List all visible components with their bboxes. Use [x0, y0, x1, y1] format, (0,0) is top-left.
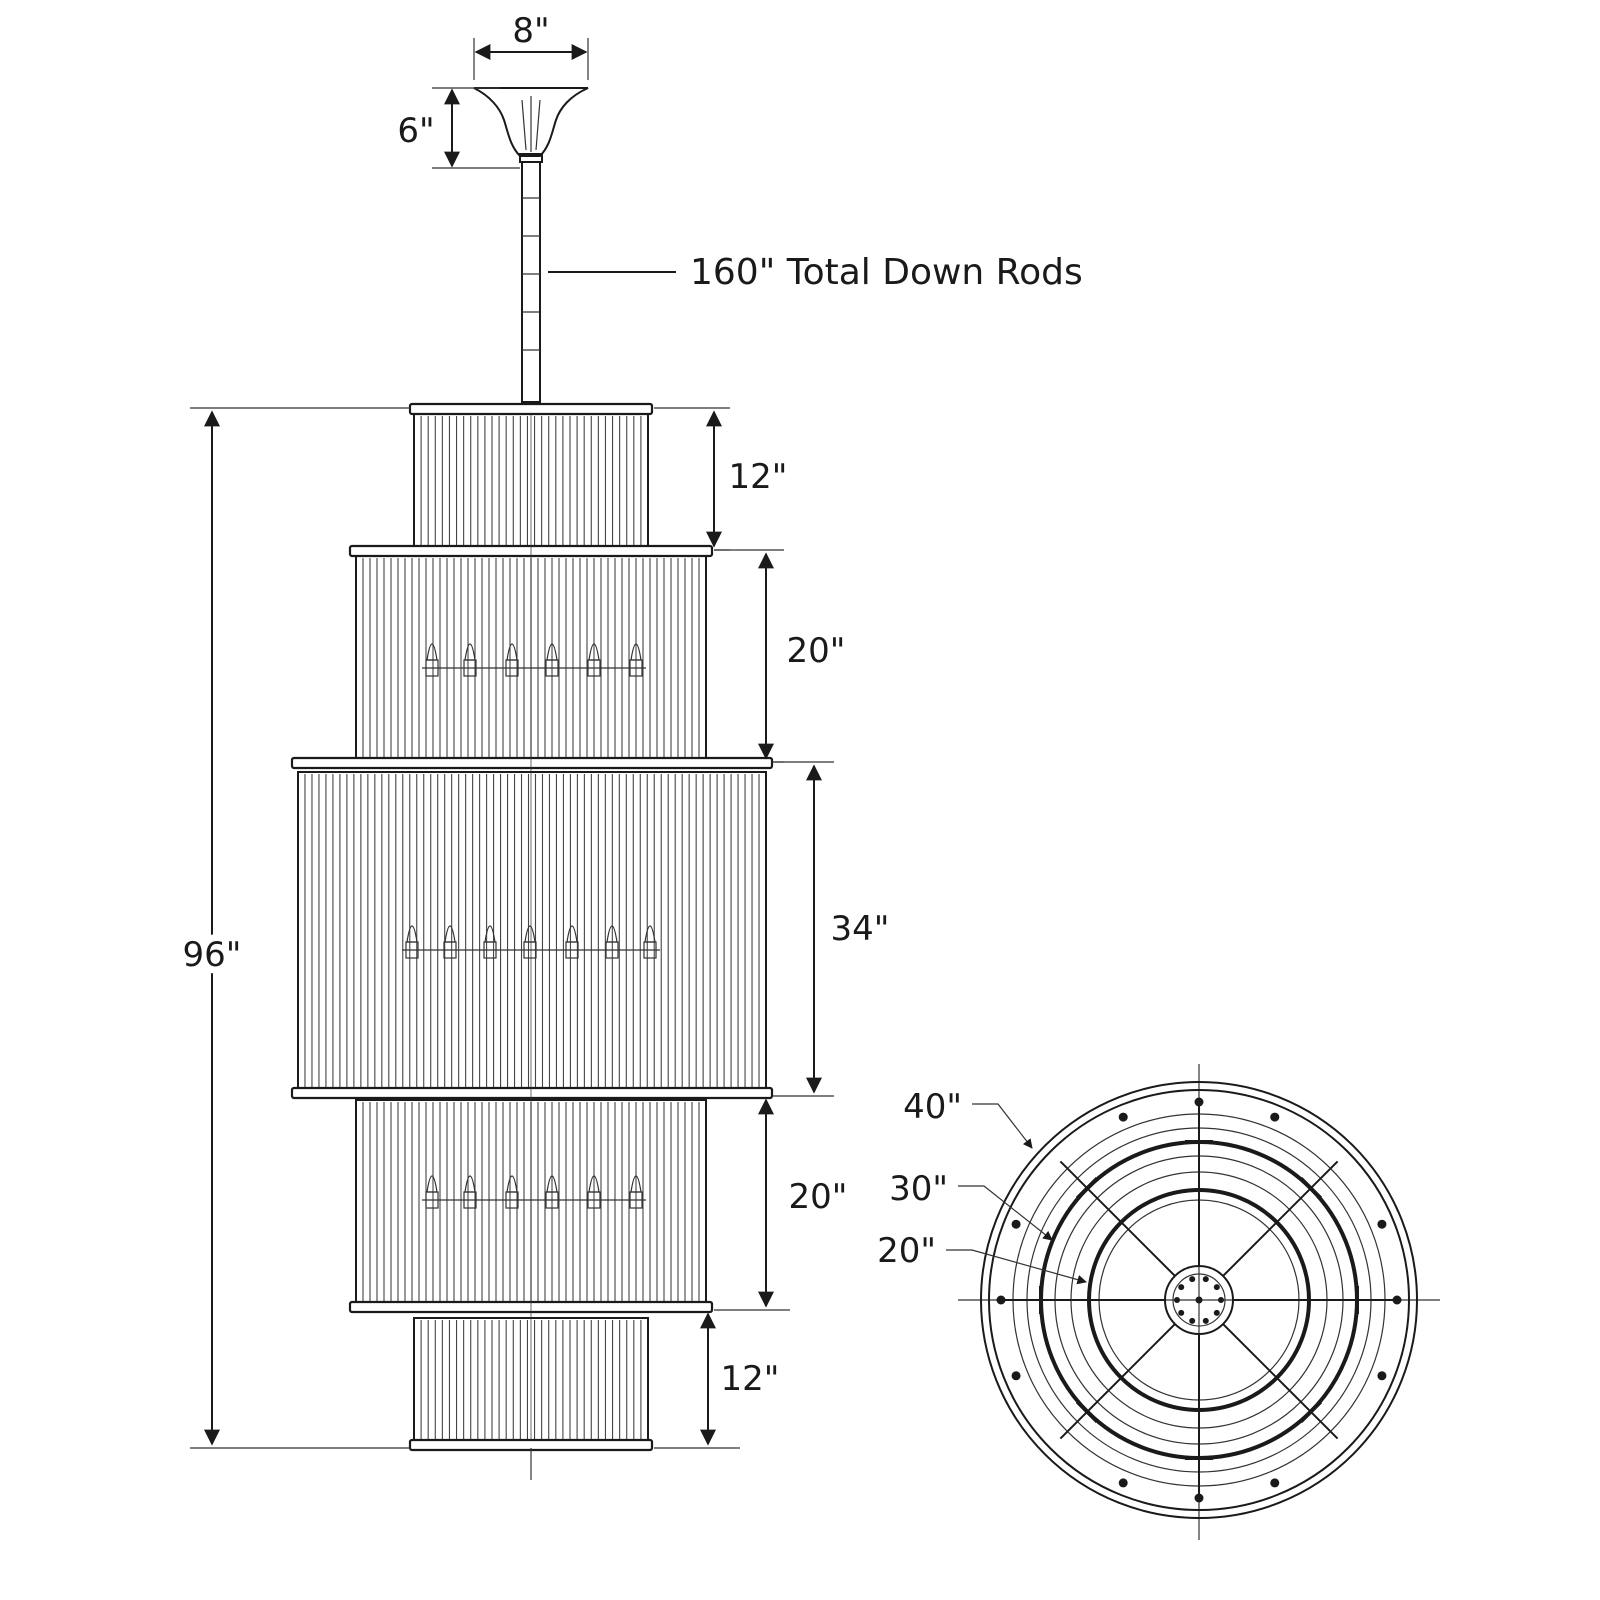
canopy-width-label: 8": [512, 11, 549, 51]
rim-point: [1270, 1112, 1280, 1122]
tier-3: [297, 771, 767, 1093]
spoke: [1222, 1323, 1339, 1440]
hub-hole: [1178, 1309, 1185, 1316]
rim-point: [1377, 1219, 1387, 1229]
bulb: [644, 925, 656, 943]
outer-ring-inner-edge: [988, 1089, 1410, 1511]
bulb: [426, 1175, 438, 1193]
middle-diameter-label: 30": [889, 1169, 948, 1209]
spoke: [1059, 1323, 1176, 1440]
canopy-height-dimension: 6": [397, 87, 520, 169]
bulb: [426, 643, 438, 661]
hub-center: [1195, 1296, 1203, 1304]
tier1-height-dimension: 12": [654, 407, 788, 551]
bulb: [566, 925, 578, 943]
hub-hole: [1174, 1297, 1180, 1303]
tier2-height-label: 20": [787, 631, 846, 671]
overall-height-dimension: 96": [176, 407, 410, 1449]
rim-point: [1270, 1478, 1280, 1488]
bulb: [524, 925, 536, 943]
bulb: [506, 643, 518, 661]
down-rod-label: 160" Total Down Rods: [690, 252, 1083, 293]
center-hub-inner: [1172, 1273, 1226, 1327]
rim-mounting-points: [996, 1097, 1402, 1503]
rim-axis-point: [1194, 1097, 1204, 1107]
outer-ring: [980, 1081, 1418, 1519]
hub-hole: [1178, 1284, 1185, 1291]
rim-axis-point: [1392, 1295, 1402, 1305]
hub-hole: [1218, 1297, 1224, 1303]
bulb: [406, 925, 418, 943]
rim-point: [1118, 1112, 1128, 1122]
tier4-height-label: 20": [789, 1177, 848, 1217]
rim-point: [1011, 1371, 1021, 1381]
outer-diameter-callout: 40": [903, 1087, 1033, 1149]
metal-band: [408, 402, 654, 416]
overall-height-label: 96": [183, 935, 242, 975]
hub-hole: [1202, 1317, 1209, 1324]
hub-hole: [1189, 1276, 1196, 1283]
tier3-height-dimension: 34": [772, 761, 890, 1097]
tier5-height-dimension: 12": [654, 1312, 780, 1449]
top-view-plan: [958, 1064, 1440, 1540]
rim-point: [1118, 1478, 1128, 1488]
metal-band: [290, 756, 774, 770]
middle-diameter-callout: 30": [889, 1169, 1053, 1241]
spoke: [1059, 1160, 1176, 1277]
hub-holes: [1174, 1276, 1224, 1324]
bulb: [444, 925, 456, 943]
light-cluster: [402, 925, 660, 959]
rim-point: [1011, 1219, 1021, 1229]
tier4-height-dimension: 20": [714, 1098, 848, 1311]
hub-hole: [1189, 1317, 1196, 1324]
inner-diameter-label: 20": [877, 1231, 936, 1271]
light-cluster: [422, 1175, 646, 1209]
hub-hole: [1213, 1284, 1220, 1291]
outer-diameter-label: 40": [903, 1087, 962, 1127]
hub-hole: [1213, 1309, 1220, 1316]
bulb: [464, 1175, 476, 1193]
chandelier-tiers: [290, 402, 774, 1452]
tier3-height-label: 34": [831, 909, 890, 949]
bulb: [506, 1175, 518, 1193]
rim-axis-point: [1194, 1493, 1204, 1503]
down-rod-callout: 160" Total Down Rods: [548, 252, 1083, 293]
rim-axis-point: [996, 1295, 1006, 1305]
rim-point: [1377, 1371, 1387, 1381]
bulb: [464, 643, 476, 661]
light-cluster: [422, 643, 646, 677]
inner-diameter-callout: 20": [877, 1231, 1087, 1285]
tier2-height-dimension: 20": [714, 549, 846, 763]
metal-band: [290, 1086, 774, 1100]
tier5-height-label: 12": [721, 1359, 780, 1399]
canopy-height-label: 6": [397, 111, 434, 151]
hub-hole: [1202, 1276, 1209, 1283]
tier1-height-label: 12": [729, 457, 788, 497]
canopy-width-dimension: 8": [473, 11, 589, 80]
spoke: [1222, 1160, 1339, 1277]
top-view-spokes: [1003, 1104, 1395, 1496]
canopy: [473, 87, 589, 163]
down-rod: [521, 161, 541, 403]
